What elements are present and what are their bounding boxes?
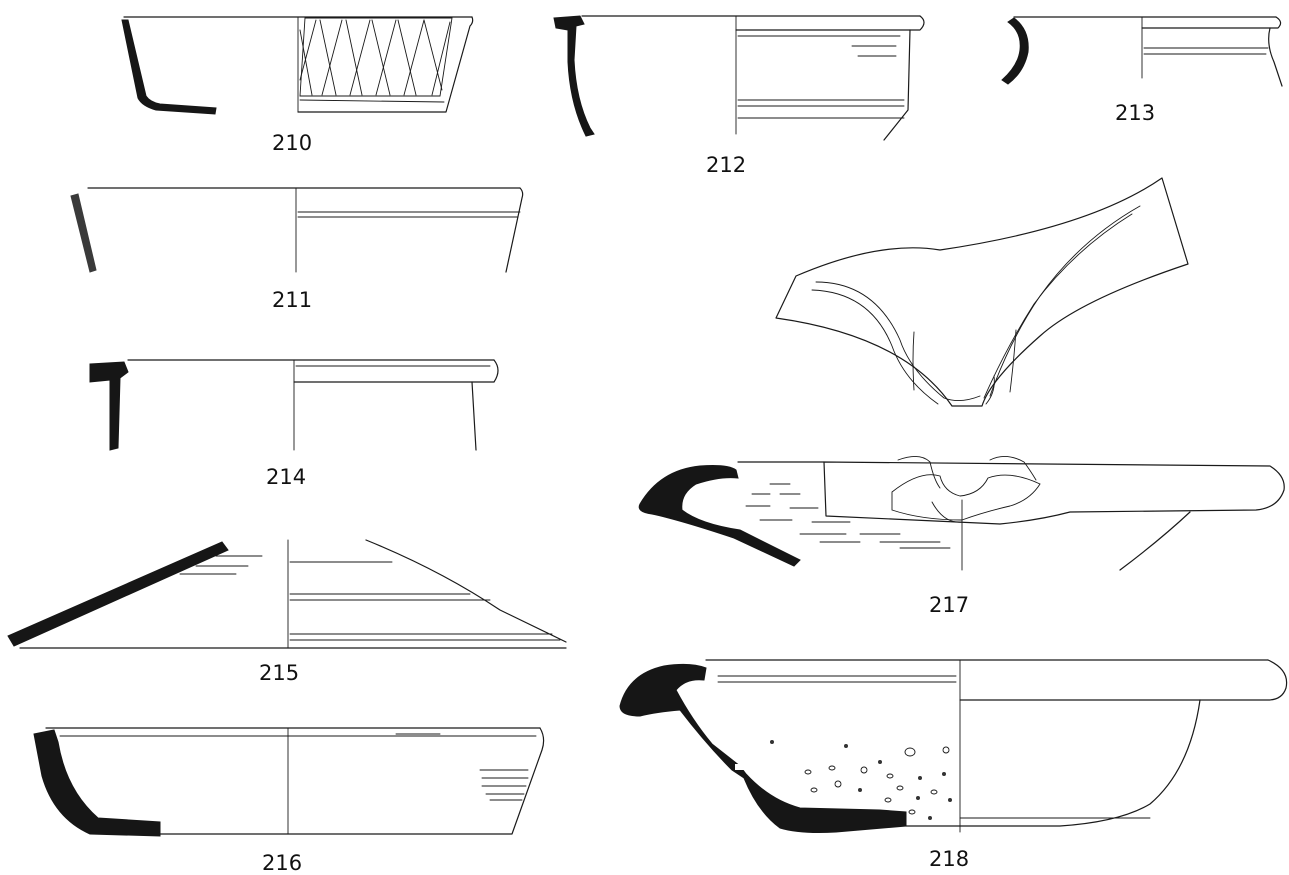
figure-label-218: 218 (929, 847, 969, 871)
profile-section-217 (638, 465, 801, 567)
rim-edge-214 (293, 359, 499, 383)
outline-213 (1268, 27, 1283, 87)
outline-217 (1119, 511, 1191, 571)
fabric-stipple-217 (745, 483, 951, 549)
vessel-212 (553, 15, 925, 141)
profile-section-211 (70, 193, 97, 273)
figure-label-215: 215 (259, 661, 299, 685)
profile-section-210 (121, 19, 217, 115)
vessel-215 (7, 539, 567, 649)
outline-216 (159, 727, 545, 835)
crosshatch-decoration-210 (299, 17, 453, 97)
outline-218 (905, 699, 1201, 827)
rim-edge-211 (505, 187, 524, 273)
profile-section-218 (619, 663, 907, 833)
outline-214 (471, 381, 477, 451)
figure-label-212: 212 (706, 153, 746, 177)
base-band-210 (299, 99, 445, 103)
outline-215 (365, 539, 567, 643)
vessel-218 (619, 659, 1288, 833)
outline-212 (883, 29, 911, 141)
figure-label-213: 213 (1115, 101, 1155, 125)
profile-section-216 (33, 729, 161, 837)
vessel-213 (1001, 16, 1283, 87)
section-break-218 (735, 764, 747, 770)
rim-edge-212 (735, 15, 925, 31)
figure-label-214: 214 (266, 465, 306, 489)
profile-section-213 (1001, 17, 1029, 85)
vessel-214 (89, 359, 499, 451)
profile-section-212 (553, 15, 595, 137)
vessel-217 (638, 177, 1285, 571)
figure-label-210: 210 (272, 131, 312, 155)
inclusions-218 (770, 740, 952, 820)
rim-edge-218 (959, 659, 1288, 701)
figure-label-211: 211 (272, 288, 312, 312)
vessel-211 (70, 187, 524, 273)
vessel-210 (121, 16, 474, 115)
handle-side-view-217 (823, 461, 1285, 525)
vessel-216 (33, 727, 545, 837)
handle-detail-217 (891, 474, 1041, 521)
outline-210 (297, 16, 474, 113)
figure-label-217: 217 (929, 593, 969, 617)
handle-top-view-217 (775, 177, 1189, 407)
profile-section-215 (7, 541, 229, 647)
profile-section-214 (89, 361, 129, 451)
rim-edge-213 (1141, 16, 1282, 29)
figure-label-216: 216 (262, 851, 302, 875)
